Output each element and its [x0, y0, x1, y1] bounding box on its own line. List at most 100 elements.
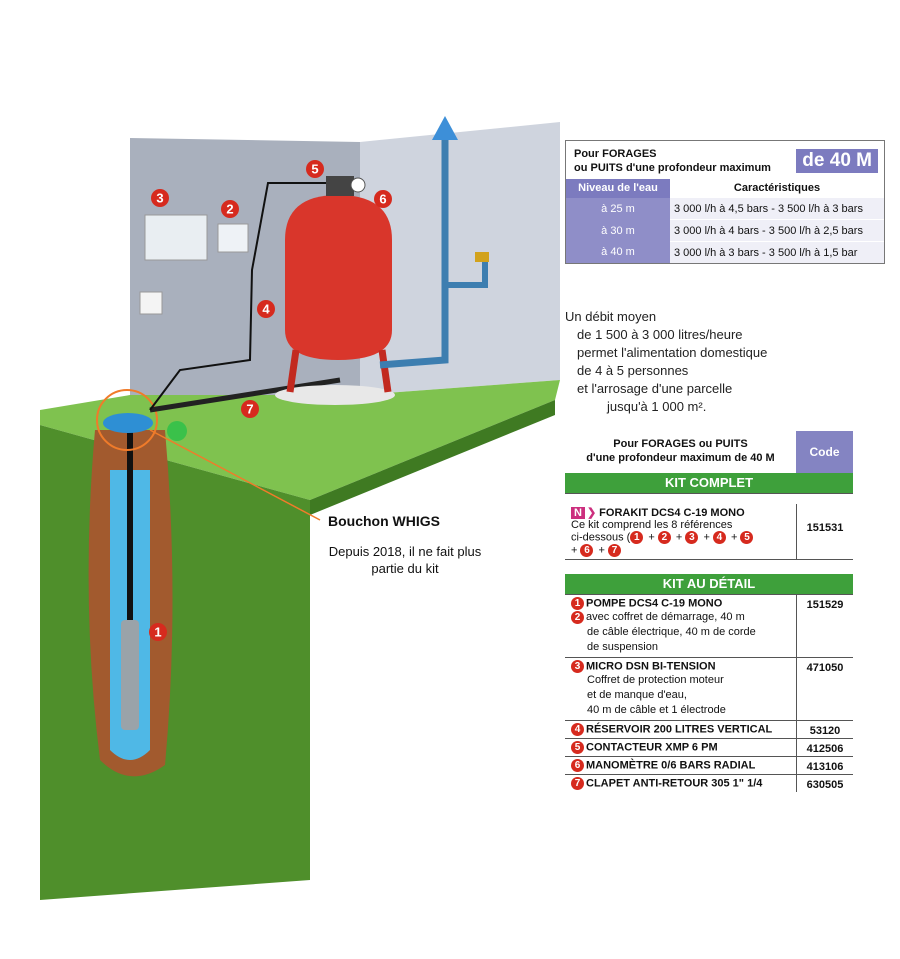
item-sub: et de manque d'eau, — [587, 689, 687, 701]
manometer — [350, 177, 366, 193]
num-badge: 6 — [571, 759, 584, 772]
code-cell: 630505 — [806, 779, 844, 791]
up-arrow — [432, 116, 458, 140]
cap-circle — [96, 389, 158, 451]
table-row: à 40 m 3 000 l/h à 3 bars - 3 500 l/h à … — [566, 241, 884, 263]
kit-table-header: Pour FORAGES ou PUITS d'une profondeur m… — [565, 431, 853, 473]
flow-line: de 4 à 5 personnes — [577, 363, 689, 378]
level-cell: à 25 m — [566, 197, 670, 220]
num-badge: 3 — [685, 531, 699, 544]
svg-text:3: 3 — [156, 191, 163, 206]
flow-line: de 1 500 à 3 000 litres/heure — [577, 327, 743, 342]
svg-text:7: 7 — [246, 402, 253, 417]
kit-complet-title: FORAKIT DCS4 C-19 MONO — [599, 507, 745, 519]
badge-3: 3 — [151, 189, 169, 207]
code-cell: 151529 — [806, 599, 844, 611]
item-title: MANOMÈTRE 0/6 BARS RADIAL — [586, 759, 756, 772]
depth-table-header: Pour FORAGES ou PUITS d'une profondeur m… — [566, 141, 884, 179]
specs-cell: 3 000 l/h à 4 bars - 3 500 l/h à 2,5 bar… — [670, 219, 884, 242]
num-badge: 7 — [608, 544, 622, 557]
micro-box — [144, 214, 208, 261]
svg-text:2: 2 — [226, 202, 233, 217]
code-cell: 412506 — [806, 743, 844, 755]
outlet-socket — [139, 291, 163, 315]
tank-leg-left — [286, 349, 300, 393]
kit-complet-line2: ci-dessous ( — [571, 531, 631, 544]
item-title: MICRO DSN BI-TENSION — [586, 660, 716, 673]
badge-4: 4 — [257, 300, 275, 318]
badge-6: 6 — [374, 190, 392, 208]
tank — [285, 195, 392, 360]
col-water-level: Niveau de l'eau — [566, 179, 670, 198]
specs-cell: 3 000 l/h à 4,5 bars - 3 500 l/h à 3 bar… — [670, 197, 884, 220]
num-badge: 5 — [740, 531, 754, 544]
ground-side — [310, 400, 555, 515]
svg-text:4: 4 — [262, 302, 270, 317]
svg-text:1: 1 — [154, 625, 161, 640]
item-sub: avec coffret de démarrage, 40 m — [586, 611, 745, 623]
level-cell: à 30 m — [566, 219, 670, 242]
pressure-switch — [326, 176, 354, 196]
code-cell: 413106 — [806, 761, 844, 773]
item-sub: Coffret de protection moteur — [587, 674, 724, 686]
item-sub: 40 m de câble et 1 électrode — [587, 704, 726, 716]
ground-front — [40, 425, 310, 900]
well-cap — [103, 413, 153, 433]
flow-line: Un débit moyen — [565, 309, 657, 324]
badge-7: 7 — [241, 400, 259, 418]
table-row: à 30 m 3 000 l/h à 4 bars - 3 500 l/h à … — [566, 219, 884, 242]
bouchon-callout-note: Depuis 2018, il ne fait plus partie du k… — [328, 544, 482, 576]
new-tag: N — [571, 507, 585, 519]
item-title: RÉSERVOIR 200 LITRES VERTICAL — [586, 723, 773, 736]
chevron-right-icon: ❯ — [586, 507, 597, 519]
kit-complet-bar: KIT COMPLET — [565, 473, 853, 493]
flow-line: jusqu'à 1 000 m². — [607, 399, 707, 414]
num-badge: 7 — [571, 777, 584, 790]
side-wall — [360, 122, 560, 395]
kit-complet-line1: Ce kit comprend les 8 références — [571, 519, 733, 531]
num-badge: 1 — [630, 531, 644, 544]
bouchon-callout-title: Bouchon WHIGS — [328, 513, 440, 529]
num-badge: 2 — [657, 531, 671, 544]
callout-line — [149, 429, 321, 521]
col-specs: Caractéristiques — [670, 179, 884, 198]
num-badge: 4 — [571, 723, 584, 736]
item-title: CONTACTEUR XMP 6 PM — [586, 741, 718, 754]
flow-line: et l'arrosage d'une parcelle — [577, 381, 733, 396]
flow-line: permet l'alimentation domestique — [577, 345, 768, 360]
tank-shadow — [275, 385, 395, 405]
specs-cell: 3 000 l/h à 3 bars - 3 500 l/h à 1,5 bar — [670, 241, 884, 263]
num-badge: 4 — [712, 531, 726, 544]
outlet-pipe — [379, 140, 449, 369]
table-row: à 25 m 3 000 l/h à 4,5 bars - 3 500 l/h … — [566, 197, 884, 220]
code-cell: 471050 — [806, 662, 844, 674]
depth-spec-table: Pour FORAGES ou PUITS d'une profondeur m… — [565, 140, 885, 264]
pump-pipe — [127, 420, 133, 670]
item-sub: de câble électrique, 40 m de corde — [587, 626, 756, 638]
pump-body — [121, 620, 139, 730]
depth-header-line1: Pour FORAGES — [574, 148, 657, 160]
kit-header-line2: d'une profondeur maximum de 40 M — [586, 452, 775, 464]
code-header: Code — [796, 431, 853, 473]
item-title: POMPE DCS4 C-19 MONO — [586, 597, 723, 610]
supply-pipe — [149, 377, 341, 413]
contactor-box — [217, 223, 249, 253]
tank-leg-right — [378, 349, 392, 393]
flow-description: Un débit moyen de 1 500 à 3 000 litres/h… — [565, 308, 815, 416]
kit-complet-row: N❯FORAKIT DCS4 C-19 MONO Ce kit comprend… — [565, 493, 853, 560]
grass-surface — [40, 380, 560, 500]
well-installation-illustration: 3 2 5 6 4 7 1 — [40, 116, 560, 900]
svg-text:5: 5 — [311, 162, 318, 177]
kit-header-line1: Pour FORAGES ou PUITS — [613, 438, 748, 450]
badge-5: 5 — [306, 160, 324, 178]
svg-text:6: 6 — [379, 192, 386, 207]
depth-header-line2: ou PUITS d'une profondeur maximum — [574, 162, 771, 174]
num-badge: 3 — [571, 660, 584, 673]
tap — [475, 252, 489, 262]
tap-pipe — [445, 260, 488, 288]
